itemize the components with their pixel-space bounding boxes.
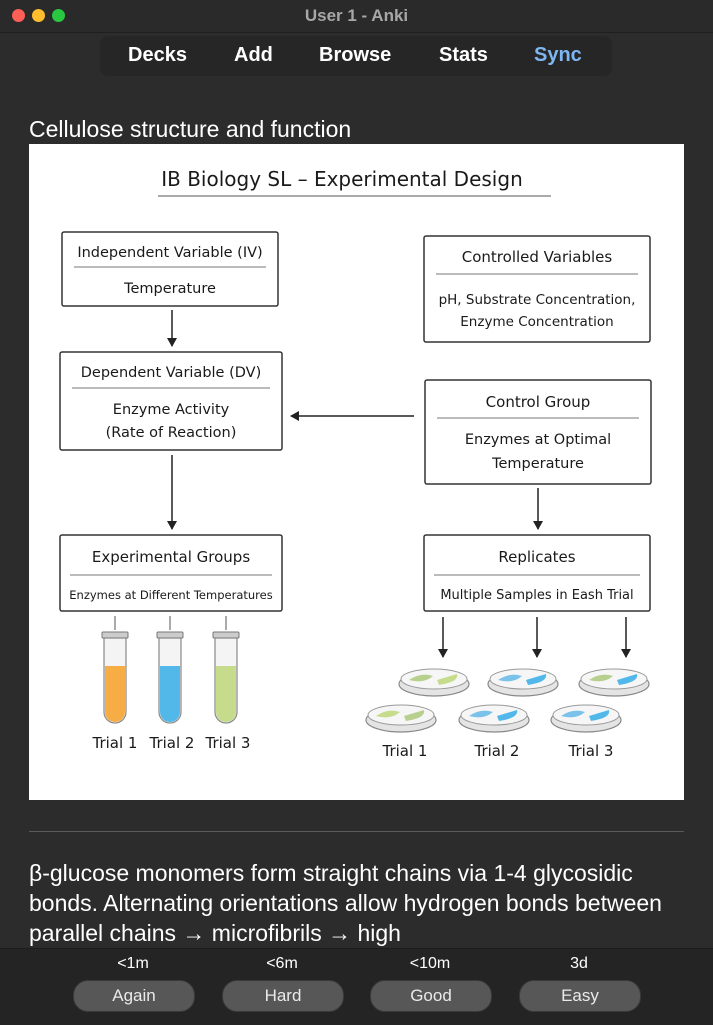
rep-value: Multiple Samples in Eash Trial: [440, 588, 633, 603]
card-content: Cellulose structure and function IB Biol…: [0, 80, 713, 948]
cv-box: [423, 235, 651, 343]
main-toolbar: Decks Add Browse Stats Sync: [100, 36, 612, 76]
test-tube-3: [212, 616, 240, 724]
petri-dish-front-3: [550, 704, 622, 733]
cg-line1: Enzymes at Optimal: [465, 432, 611, 448]
dv-line2: (Rate of Reaction): [106, 425, 237, 441]
cv-title: Controlled Variables: [462, 248, 613, 266]
stats-button[interactable]: Stats: [439, 44, 488, 66]
good-interval: <10m: [409, 955, 451, 972]
diagram-title: IB Biology SL – Experimental Design: [161, 167, 523, 191]
petri-dish-front-2: [458, 704, 530, 733]
cg-title: Control Group: [486, 393, 591, 411]
petri-dish-back-1: [398, 668, 470, 697]
window-title: User 1 - Anki: [304, 6, 409, 25]
zoom-window-button[interactable]: [52, 9, 65, 22]
right-trial-2: Trial 2: [474, 742, 520, 760]
easy-button[interactable]: Easy: [519, 980, 641, 1012]
tube-fill-1: [105, 666, 125, 722]
cv-line2: Enzyme Concentration: [460, 314, 613, 330]
petri-dish-front-1: [365, 704, 437, 733]
add-button[interactable]: Add: [234, 44, 273, 66]
eg-title: Experimental Groups: [92, 548, 250, 566]
test-tube-2: [156, 616, 184, 724]
again-button[interactable]: Again: [73, 980, 195, 1012]
left-trial-1: Trial 1: [92, 734, 138, 752]
cv-line1: pH, Substrate Concentration,: [439, 292, 636, 308]
right-trial-1: Trial 1: [382, 742, 428, 760]
petri-dish-back-3: [578, 668, 650, 697]
title-bar: User 1 - Anki: [0, 0, 713, 33]
experimental-design-diagram: IB Biology SL – Experimental Design Inde…: [29, 144, 684, 800]
card-question: Cellulose structure and function: [29, 116, 352, 142]
hard-interval: <6m: [266, 955, 298, 972]
dv-box: [59, 351, 283, 451]
easy-interval: 3d: [570, 955, 588, 972]
browse-button[interactable]: Browse: [319, 44, 392, 66]
right-trial-3: Trial 3: [568, 742, 614, 760]
rep-title: Replicates: [498, 548, 575, 566]
dv-line1: Enzyme Activity: [113, 402, 230, 418]
tube-fill-2: [160, 666, 180, 722]
again-interval: <1m: [117, 955, 149, 972]
petri-dish-back-2: [487, 668, 559, 697]
question-answer-divider: [29, 831, 684, 832]
card-answer: β-glucose monomers form straight chains …: [29, 860, 662, 946]
replicates-box: [423, 534, 651, 612]
hard-button[interactable]: Hard: [222, 980, 344, 1012]
test-tube-1: [101, 616, 129, 724]
eg-value: Enzymes at Different Temperatures: [69, 588, 272, 602]
experimental-groups-box: [59, 534, 283, 612]
answer-bar: <1m <6m <10m 3d Again Hard Good Easy: [0, 948, 713, 1025]
control-group-box: [424, 379, 652, 485]
left-trial-3: Trial 3: [205, 734, 251, 752]
sync-button[interactable]: Sync: [534, 44, 582, 66]
tube-fill-3: [216, 666, 236, 722]
good-button[interactable]: Good: [370, 980, 492, 1012]
iv-box: [61, 231, 279, 307]
cg-line2: Temperature: [491, 456, 584, 472]
dv-title: Dependent Variable (DV): [81, 365, 261, 381]
decks-button[interactable]: Decks: [128, 44, 187, 66]
close-window-button[interactable]: [12, 9, 25, 22]
left-trial-2: Trial 2: [149, 734, 195, 752]
iv-title: Independent Variable (IV): [77, 245, 262, 261]
iv-value: Temperature: [123, 281, 216, 297]
minimize-window-button[interactable]: [32, 9, 45, 22]
